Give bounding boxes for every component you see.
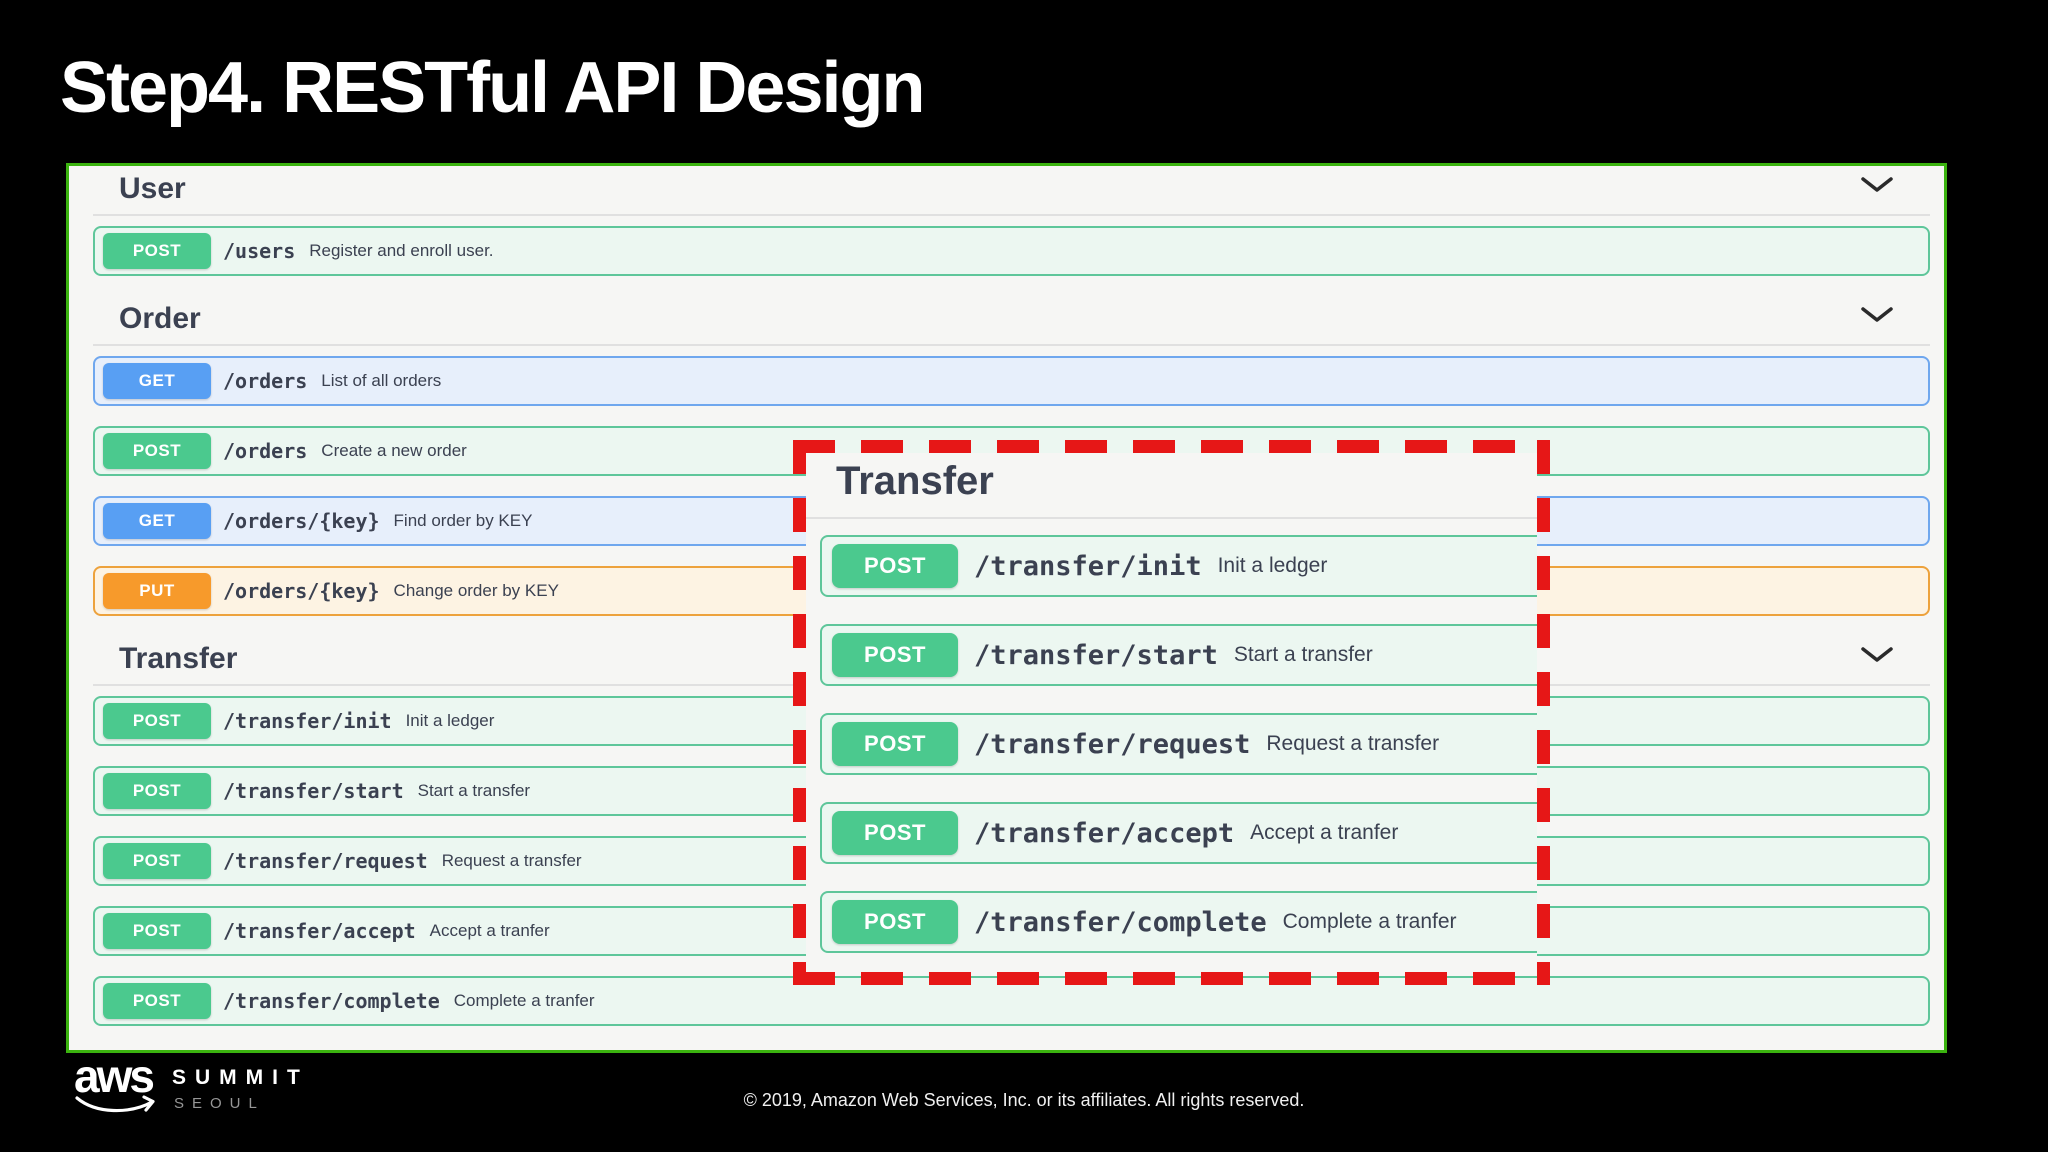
endpoint-path: /transfer/init — [974, 550, 1202, 582]
section-header-order[interactable]: Order — [93, 300, 1930, 346]
endpoint-path: /orders/{key} — [223, 579, 380, 603]
section-title: Transfer — [119, 642, 238, 675]
section-title: Order — [119, 302, 201, 335]
endpoint-description: Start a transfer — [1233, 643, 1373, 666]
endpoint-description: Accept a tranfer — [1250, 821, 1399, 844]
endpoint-description: Complete a tranfer — [453, 991, 595, 1010]
method-badge: POST — [832, 811, 958, 855]
callout-dashed-border-bottom — [793, 972, 1550, 985]
section-order: Order GET /orders List of all orders POS… — [93, 300, 1930, 616]
method-badge: POST — [832, 900, 958, 944]
endpoint-description: Init a ledger — [1217, 554, 1328, 577]
endpoint-path: /users — [223, 239, 296, 263]
endpoint-path: /transfer/complete — [974, 906, 1267, 938]
method-badge: GET — [103, 363, 211, 399]
method-badge: POST — [832, 544, 958, 588]
callout-dashed-border-right — [1537, 440, 1550, 985]
section-user: User POST /users Register and enroll use… — [93, 170, 1930, 276]
copyright-text: © 2019, Amazon Web Services, Inc. or its… — [743, 1090, 1305, 1110]
method-badge: POST — [103, 703, 211, 739]
endpoint-description: Start a transfer — [417, 781, 531, 800]
endpoint-description: Request a transfer — [1266, 732, 1440, 755]
method-badge: PUT — [103, 573, 211, 609]
method-badge: POST — [103, 843, 211, 879]
endpoint-description: Init a ledger — [405, 711, 495, 730]
chevron-down-icon[interactable] — [1860, 176, 1894, 199]
summit-label: SUMMIT — [172, 1066, 309, 1089]
endpoint-path: /orders — [223, 439, 308, 463]
endpoint-path: /transfer/accept — [974, 817, 1235, 849]
method-badge: POST — [832, 633, 958, 677]
endpoint-description: List of all orders — [321, 371, 442, 390]
aws-smile-swoosh-icon — [74, 1094, 158, 1123]
method-badge: POST — [103, 773, 211, 809]
callout-dashed-border-top — [793, 440, 1550, 453]
endpoint-row[interactable]: GET /orders List of all orders — [93, 356, 1930, 406]
endpoint-description: Register and enroll user. — [309, 241, 494, 260]
method-badge: POST — [103, 983, 211, 1019]
method-badge: POST — [103, 233, 211, 269]
section-title: Transfer — [836, 459, 994, 503]
endpoint-description: Find order by KEY — [393, 511, 533, 530]
callout-dashed-border-left — [793, 440, 806, 985]
transfer-zoom-callout-body: Transfer POST /transfer/init Init a ledg… — [806, 453, 1537, 972]
endpoint-path: /transfer/start — [974, 639, 1218, 671]
section-title: User — [119, 172, 186, 205]
aws-logo-text: aws — [74, 1050, 155, 1102]
chevron-down-icon[interactable] — [1860, 646, 1894, 669]
endpoint-description: Create a new order — [321, 441, 467, 460]
endpoint-row[interactable]: POST /transfer/request Request a transfe… — [820, 713, 1537, 775]
method-badge: POST — [103, 913, 211, 949]
endpoint-path: /transfer/complete — [223, 989, 440, 1013]
endpoint-row[interactable]: POST /transfer/accept Accept a tranfer — [820, 802, 1537, 864]
method-badge: POST — [832, 722, 958, 766]
section-header-user[interactable]: User — [93, 170, 1930, 216]
endpoint-row[interactable]: POST /users Register and enroll user. — [93, 226, 1930, 276]
endpoint-path: /orders/{key} — [223, 509, 380, 533]
seoul-label: SEOUL — [174, 1095, 265, 1112]
section-header-transfer-zoomed[interactable]: Transfer — [806, 453, 1537, 519]
endpoint-row[interactable]: POST /transfer/complete Complete a tranf… — [820, 891, 1537, 953]
endpoint-path: /orders — [223, 369, 308, 393]
transfer-zoom-callout: Transfer POST /transfer/init Init a ledg… — [793, 440, 1550, 985]
aws-summit-logo: aws SUMMIT SEOUL — [74, 1053, 334, 1123]
method-badge: POST — [103, 433, 211, 469]
endpoint-row[interactable]: POST /transfer/start Start a transfer — [820, 624, 1537, 686]
endpoint-path: /transfer/start — [223, 779, 404, 803]
method-badge: GET — [103, 503, 211, 539]
page-title: Step4. RESTful API Design — [60, 48, 925, 128]
endpoint-path: /transfer/request — [223, 849, 428, 873]
endpoint-description: Complete a tranfer — [1282, 910, 1457, 933]
endpoint-path: /transfer/request — [974, 728, 1251, 760]
endpoint-description: Request a transfer — [441, 851, 582, 870]
endpoint-path: /transfer/accept — [223, 919, 416, 943]
endpoint-description: Change order by KEY — [393, 581, 559, 600]
endpoint-row[interactable]: POST /transfer/init Init a ledger — [820, 535, 1537, 597]
endpoint-path: /transfer/init — [223, 709, 392, 733]
chevron-down-icon[interactable] — [1860, 306, 1894, 329]
endpoint-description: Accept a tranfer — [429, 921, 550, 940]
